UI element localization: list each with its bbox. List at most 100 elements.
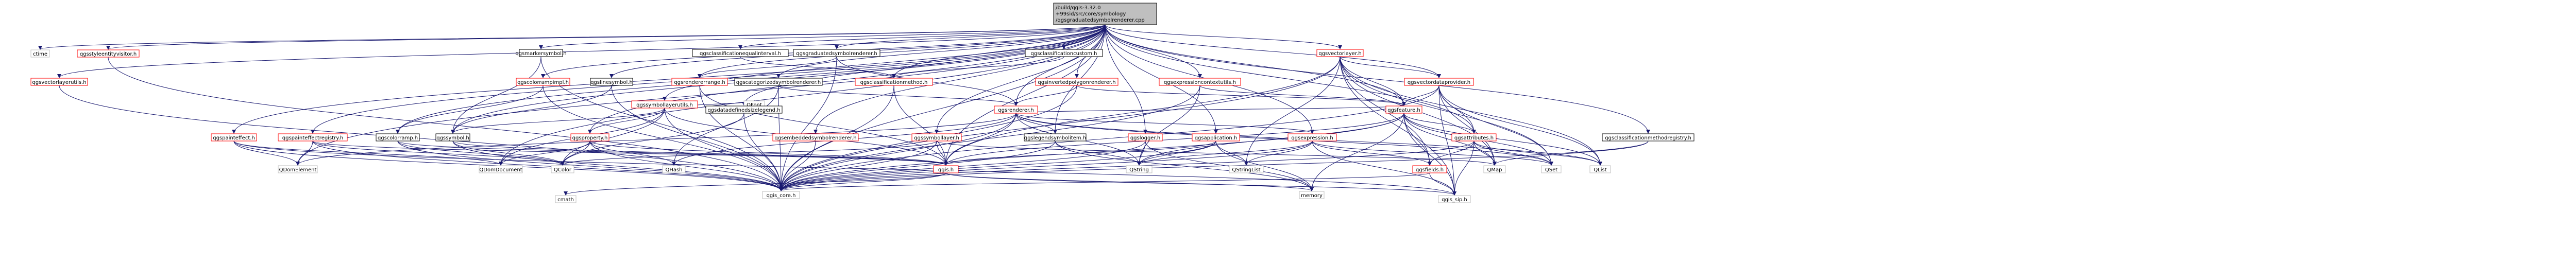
node-qstring: QString <box>1126 165 1153 173</box>
include-edge <box>1105 24 1342 49</box>
node-qgsvectorlayerutils[interactable]: qgsvectorlayerutils.h <box>30 78 88 86</box>
include-edge <box>892 24 1106 78</box>
node-box[interactable] <box>211 133 257 142</box>
node-box[interactable] <box>590 78 633 86</box>
include-edge <box>779 113 1404 191</box>
node-qgsembeddedsymbolrenderer[interactable]: qgsembeddedsymbolrenderer.h <box>772 133 859 142</box>
node-qgsexpressioncontextutils[interactable]: qgsexpressioncontextutils.h <box>1159 78 1241 86</box>
root-file-label-line: /build/qgis-3.32.0 <box>1056 5 1100 11</box>
node-box[interactable] <box>671 78 728 86</box>
node-box[interactable] <box>793 49 880 57</box>
node-qgsvectordataprovider[interactable]: qgsvectordataprovider.h <box>1404 78 1474 86</box>
node-box[interactable] <box>1192 133 1240 142</box>
include-edge <box>397 140 565 166</box>
node-label: qgsexpressioncontextutils.h <box>1164 80 1236 85</box>
node-qgsclassificationmethodregistry[interactable]: qgsclassificationmethodregistry.h <box>1602 133 1694 142</box>
node-box[interactable] <box>933 165 959 173</box>
node-qgssymbollayer[interactable]: qgssymbollayer.h <box>911 133 962 142</box>
include-edge <box>1062 24 1106 49</box>
node-qgssymbol[interactable]: qgssymbol.h <box>435 133 470 142</box>
node-box[interactable] <box>1025 49 1103 57</box>
node-qgspainteffectregistry[interactable]: qgspainteffectregistry.h <box>278 133 348 142</box>
include-edge <box>1403 113 1456 196</box>
node-label: qgsstyleentityvisitor.h <box>80 51 137 57</box>
node-box[interactable] <box>1412 165 1447 173</box>
node-qgsdatadefinedsizelegend[interactable]: qgsdatadefinedsizelegend.h <box>705 105 783 114</box>
node-box[interactable] <box>631 100 698 109</box>
node-qgsapplication[interactable]: qgsapplication.h <box>1192 133 1240 142</box>
node-box <box>278 165 318 173</box>
node-box[interactable] <box>1602 133 1694 142</box>
include-edge <box>296 113 1016 166</box>
node-box[interactable] <box>705 105 783 114</box>
node-qgsgraduatedsymbolrenderer[interactable]: qgsgraduatedsymbolrenderer.h <box>793 49 880 57</box>
node-box[interactable] <box>516 78 570 86</box>
node-box[interactable] <box>77 49 140 58</box>
node-box[interactable] <box>1451 133 1497 142</box>
node-box[interactable] <box>30 78 88 86</box>
node-qgsrenderer[interactable]: qgsrenderer.h <box>994 105 1038 114</box>
node-box[interactable] <box>692 49 789 57</box>
include-edge <box>1015 113 1553 166</box>
include-edge <box>944 56 1341 166</box>
dependency-edges <box>38 24 1650 196</box>
node-box[interactable] <box>1159 78 1241 86</box>
include-edge <box>1438 85 1553 166</box>
include-edge <box>835 24 1106 49</box>
include-edge <box>779 56 837 191</box>
node-box[interactable] <box>376 133 420 142</box>
node-qgsinvertedpolygonrenderer[interactable]: qgsinvertedpolygonrenderer.h <box>1035 78 1118 86</box>
node-qgsvectorlayer[interactable]: qgsvectorlayer.h <box>1316 49 1364 57</box>
node-label: cmath <box>557 197 574 203</box>
include-edge <box>779 140 1056 191</box>
include-edge <box>1145 140 1314 191</box>
node-box[interactable] <box>994 105 1038 114</box>
node-qgsfields[interactable]: qgsfields.h <box>1412 165 1447 173</box>
include-edge <box>588 24 1106 134</box>
node-qgscolorrampimpl[interactable]: qgscolorrampimpl.h <box>516 78 570 86</box>
node-qgslegendsymbolitem[interactable]: qgslegendsymbolitem.h <box>1024 133 1087 142</box>
node-qgsclassificationequalinterval[interactable]: qgsclassificationequalinterval.h <box>692 49 789 57</box>
node-box[interactable] <box>519 49 563 57</box>
node-box[interactable] <box>734 78 823 86</box>
node-qgscategorizedsymbolrenderer[interactable]: qgscategorizedsymbolrenderer.h <box>734 78 823 86</box>
node-box[interactable] <box>855 78 933 86</box>
node-box[interactable] <box>1316 49 1364 57</box>
node-qgsattributes[interactable]: qgsattributes.h <box>1451 133 1497 142</box>
node-qgsstyleentityvisitor[interactable]: qgsstyleentityvisitor.h <box>77 49 140 58</box>
node-qgsproperty[interactable]: qgsproperty.h <box>570 133 609 142</box>
node-qgslogger[interactable]: qgslogger.h <box>1128 133 1163 142</box>
node-label: qgssymbollayerutils.h <box>636 102 693 108</box>
node-box[interactable] <box>772 133 859 142</box>
node-box[interactable] <box>1385 105 1422 114</box>
node-box[interactable] <box>1404 78 1474 86</box>
node-qgssymbollayerutils[interactable]: qgssymbollayerutils.h <box>631 100 698 109</box>
node-box[interactable] <box>1035 78 1118 86</box>
include-edge <box>1105 24 1650 134</box>
node-qgslinesymbol[interactable]: qgslinesymbol.h <box>590 78 633 86</box>
node-qgsrendererrange[interactable]: qgsrendererrange.h <box>671 78 728 86</box>
node-qgscolorramp[interactable]: qgscolorramp.h <box>376 133 420 142</box>
include-edge <box>539 24 1106 49</box>
include-edge <box>778 85 1018 106</box>
node-qgsclassificationmethod[interactable]: qgsclassificationmethod.h <box>855 78 933 86</box>
node-box[interactable] <box>911 133 962 142</box>
node-box[interactable] <box>1287 133 1337 142</box>
node-box <box>1483 165 1506 173</box>
include-edge <box>561 108 665 166</box>
node-qgsexpression[interactable]: qgsexpression.h <box>1287 133 1337 142</box>
node-box[interactable] <box>1128 133 1163 142</box>
node-qgsclassificationcustom[interactable]: qgsclassificationcustom.h <box>1025 49 1103 57</box>
node-qgsfeature[interactable]: qgsfeature.h <box>1385 105 1422 114</box>
node-label: qgslinesymbol.h <box>590 80 633 85</box>
node-box[interactable] <box>278 133 348 142</box>
node-box[interactable] <box>435 133 470 142</box>
include-edge <box>742 24 1106 106</box>
node-box[interactable] <box>570 133 609 142</box>
node-qgis-h[interactable]: qgis.h <box>933 165 959 173</box>
include-edge <box>779 140 1313 191</box>
node-qgspainteffect[interactable]: qgspainteffect.h <box>211 133 257 142</box>
node-qgsmarkersymbol[interactable]: qgsmarkersymbol.h <box>515 49 567 57</box>
include-edge <box>1310 113 1404 191</box>
node-box[interactable] <box>1024 133 1087 142</box>
